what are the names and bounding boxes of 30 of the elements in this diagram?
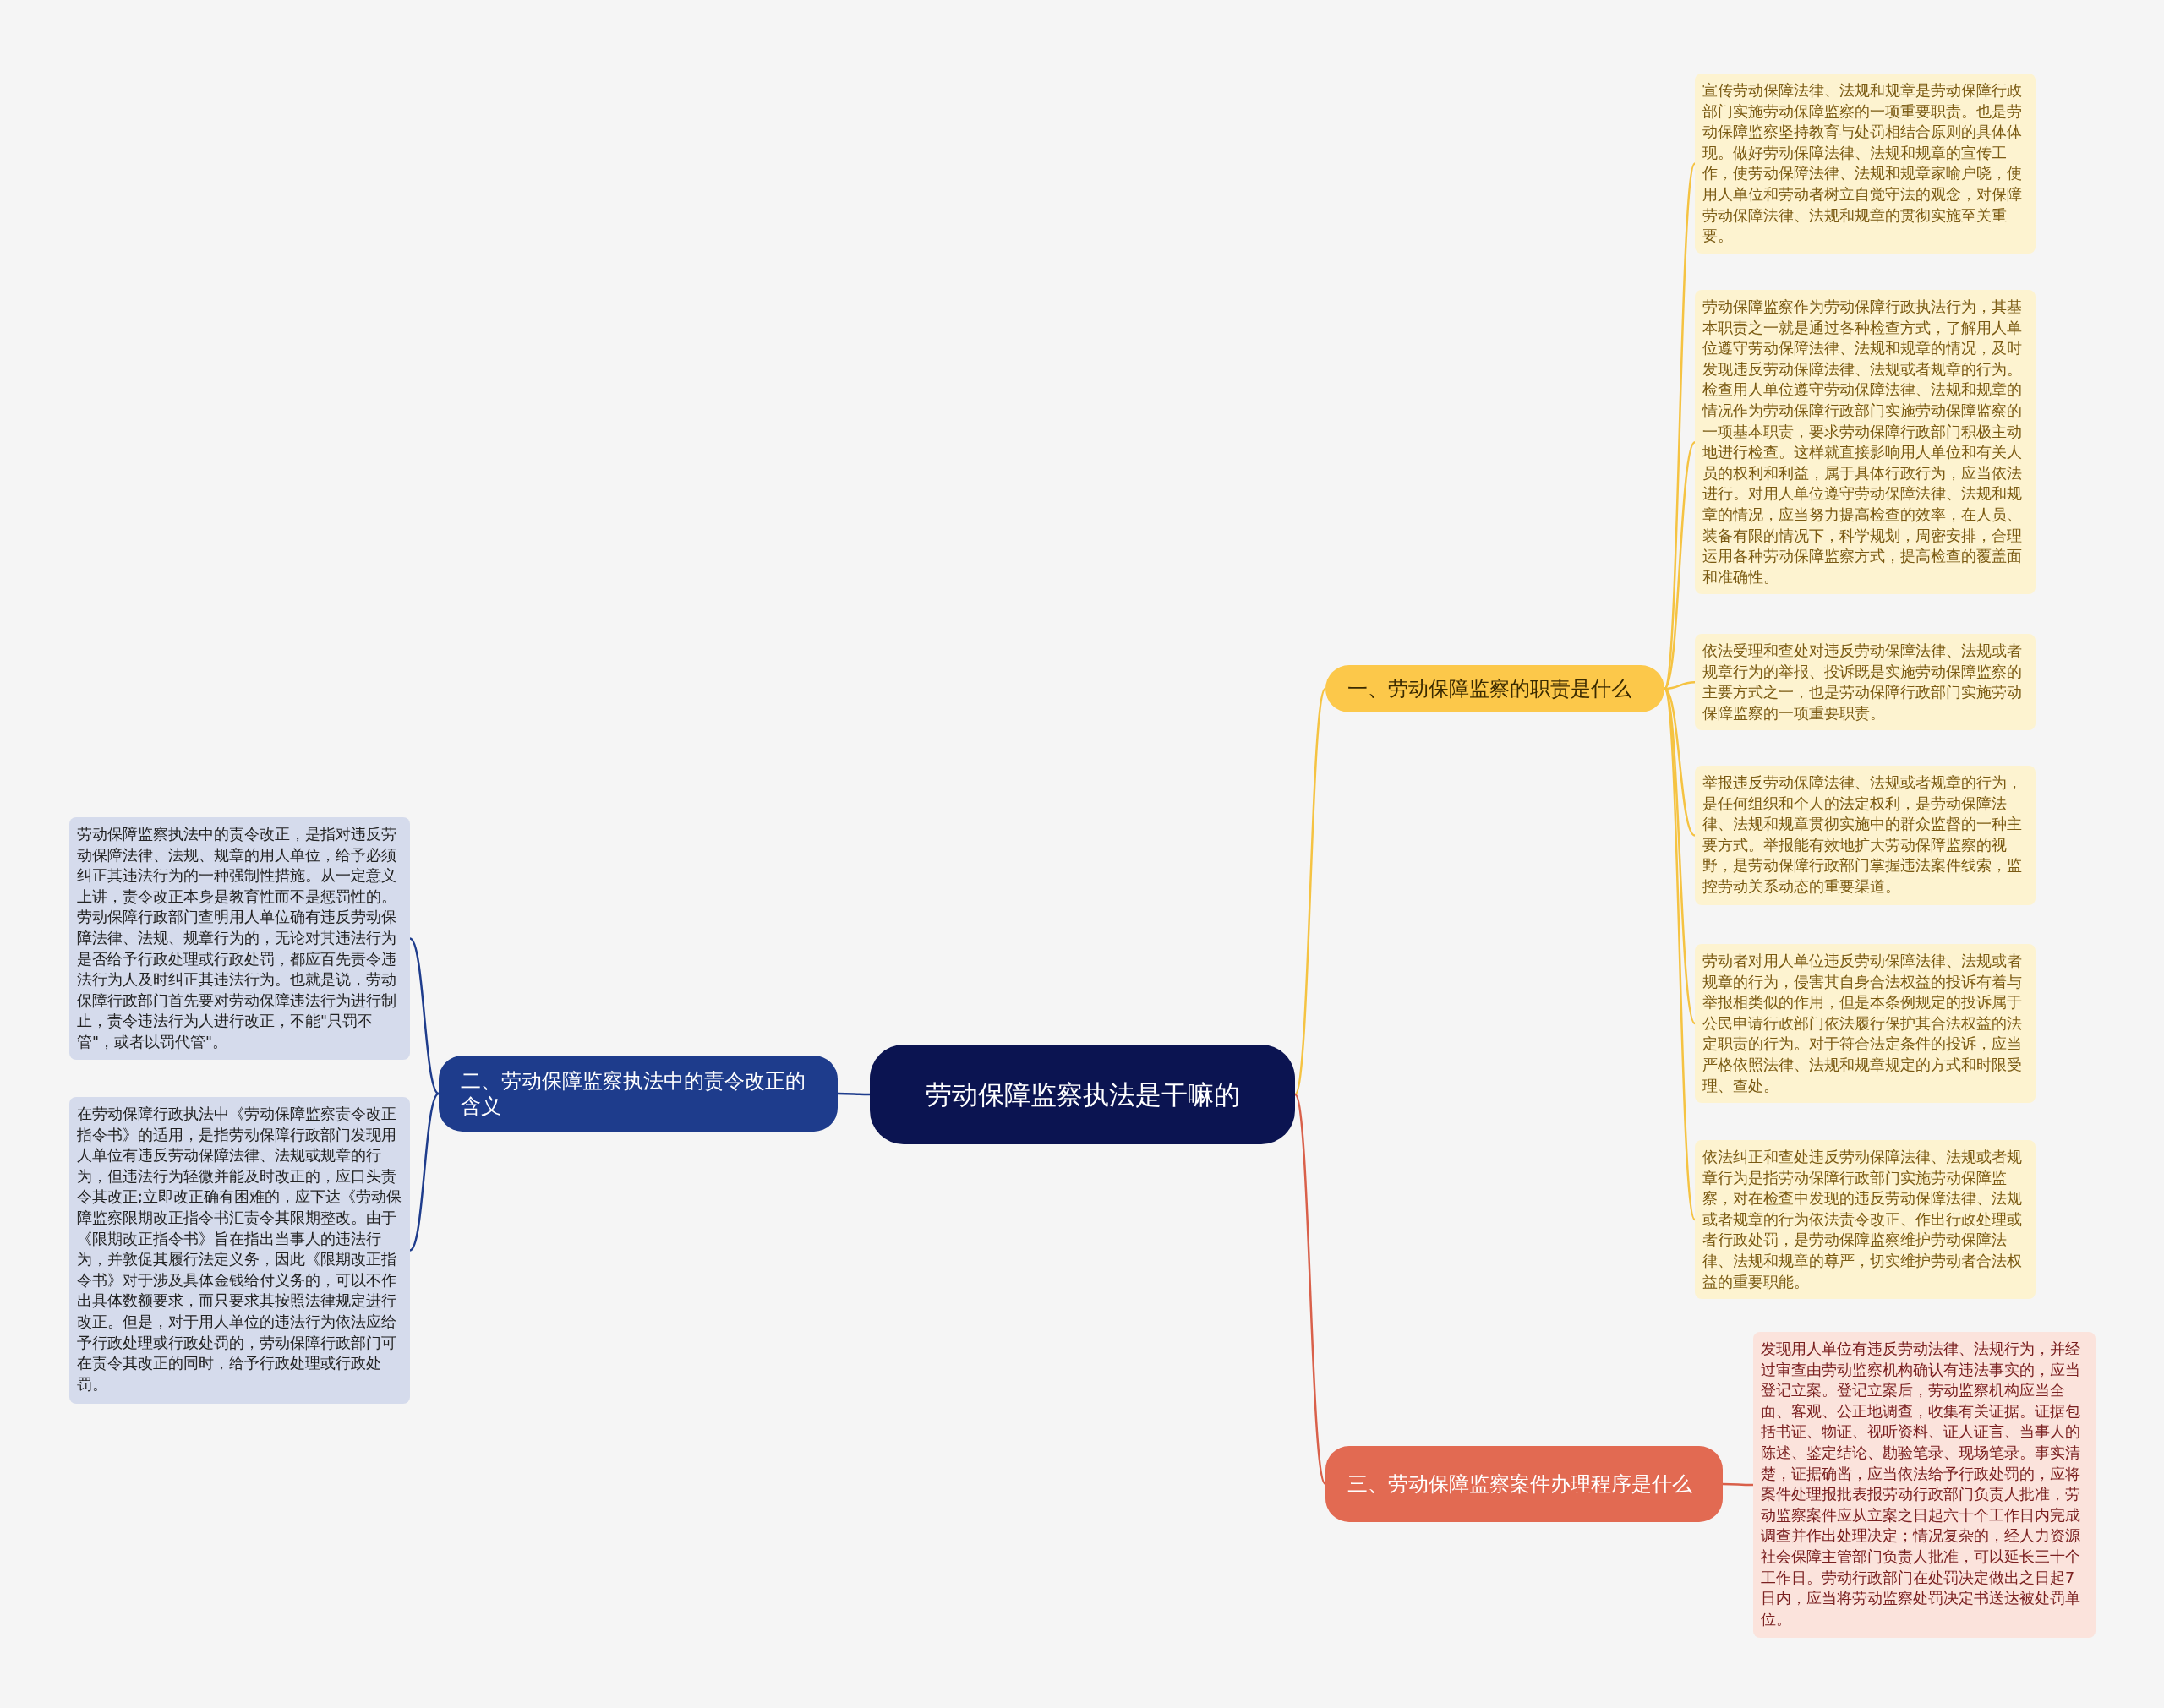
note-text: 在劳动保障行政执法中《劳动保障监察责令改正指令书》的适用，是指劳动保障行政部门发现用人单位有违反劳动保障法律、法规或规章的行为，但违法行为轻微并能及时改正的，应口头责令其改正;立即改正确有困难的，应下达《劳动保障监察限期改正指令书汇责令其限期整改。由于《限期改正指令书》旨在指出当事人的违法行为，并敦促其履行法定义务，因此《限期改正指令书》对于涉及具体金钱给付义务的，可以不作出具体数额要求，而只要求其按照法律规定进行改正。但是，对于用人单位的违法行为依法应给予行政处理或行政处罚的，劳动保障行政部门可在责令其改正的同时，给予行政处理或行政处罚。 [77,1105,402,1394]
connector-line [1293,1094,1327,1485]
topic-text: 二、劳动保障监察执法中的责令改正的含义 [461,1068,806,1119]
connector-line [1293,688,1327,1095]
branch-topic [439,1056,838,1132]
connector-line [1663,162,1697,690]
note-text: 劳动者对用人单位违反劳动保障法律、法规或者规章的行为，侵害其自身合法权益的投诉有着与举报相类似的作用，但是本条例规定的投诉属于公民申请行政部门依法履行保护其合法权益的法定职责的行为。对于符合法定条件的投诉，应当严格依照法律、法规和规章规定的方式和时限受理、查处。 [1702,952,2023,1096]
connector-line [1664,680,1696,690]
note-text: 发现用人单位有违反劳动法律、法规行为，并经过审查由劳动监察机构确认有违法事实的，应当登记立案。登记立案后，劳动监察机构应当全面、客观、公正地调查，收集有关证据。证据包括书证、物证、视听资料、证人证言、当事人的陈述、鉴定结论、勘验笔录、现场笔录。事实清楚，证据确凿，应当依法给予行政处罚的，应将案件处理报批表报劳动行政部门负责人批准，劳动监察案件应从立案之日起六十个工作日内完成调查并作出处理决定；情况复杂的，经人力资源社会保障主管部门负责人批准，可以延长三十个工作日。劳动行政部门在处罚决定做出之日起7日内，应当将劳动监察处罚决定书送达被处罚单位。 [1761,1340,2081,1629]
connector-line [409,937,440,1094]
connector-line [409,1093,440,1252]
note-text: 依法受理和查处对违反劳动保障法律、法规或者规章行为的举报、投诉既是实施劳动保障监察的主要方式之一，也是劳动保障行政部门实施劳动保障监察的一项重要职责。 [1702,641,2023,723]
topic-text: 劳动保障监察执法是干嘛的 [925,1078,1240,1111]
connector-line [838,1092,870,1096]
note-card [1695,634,2036,731]
branch-topic [1325,665,1664,712]
note-text: 劳动保障监察作为劳动保障行政执法行为，其基本职责之一就是通过各种检查方式，了解用人单位遵守劳动保障法律、法规和规章的情况，及时发现违反劳动保障法律、法规或者规章的行为。检查用人单位遵守劳动保障法律、法规和规章的情况作为劳动保障行政部门实施劳动保障监察的一项基本职责，要求劳动保障行政部门积极主动地进行检查。这样就直接影响用人单位和有关人员的权利和利益，属于具体行政行为，应当依法进行。对用人单位遵守劳动保障法律、法规和规章的情况，应当努力提高检查的效率，在人员、装备有限的情况下，科学规划，周密安排，合理运用各种劳动保障监察方式，提高检查的覆盖面和准确性。 [1702,297,2023,587]
connector-line [1723,1482,1753,1487]
note-text: 宣传劳动保障法律、法规和规章是劳动保障行政部门实施劳动保障监察的一项重要职责。也是劳动保障监察坚持教育与处罚相结合原则的具体体现。做好劳动保障法律、法规和规章的宣传工作，使劳动保障法律、法规和规章家喻户晓，使用人单位和劳动者树立自觉守法的观念，对保障劳动保障法律、法规和规章的贯彻实施至关重要。 [1702,81,2023,247]
branch-topic [1325,1446,1723,1522]
topic-text: 一、劳动保障监察的职责是什么 [1347,676,1631,701]
topic-text: 三、劳动保障监察案件办理程序是什么 [1347,1471,1692,1497]
note-text: 举报违反劳动保障法律、法规或者规章的行为，是任何组织和个人的法定权利，是劳动保障法律、法规和规章贯彻实施中的群众监督的一种主要方式。举报能有效地扩大劳动保障监察的视野，是劳动保障行政部门掌握违法案件线索，监控劳动关系动态的重要渠道。 [1702,773,2023,897]
connector-line [1663,688,1697,1220]
note-text: 依法纠正和查处违反劳动保障法律、法规或者规章行为是指劳动保障行政部门实施劳动保障监察，对在检查中发现的违反劳动保障法律、法规或者规章的行为依法责令改正、作出行政处理或者行政处罚，是劳动保障监察维护劳动保障法律、法规和规章的尊严，切实维护劳动者合法权益的重要职能。 [1702,1148,2023,1292]
note-text: 劳动保障监察执法中的责令改正，是指对违反劳动保障法律、法规、规章的用人单位，给予必须纠正其违法行为的一种强制性措施。从一定意义上讲，责令改正本身是教育性而不是惩罚性的。劳动保障行政部门查明用人单位确有违反劳动保障法律、法规、规章行为的，无论对其违法行为是否给予行政处理或行政处罚，都应百先责令违法行为人及时纠正其违法行为。也就是说，劳动保障行政部门首先要对劳动保障违法行为进行制止，责令违法行为人进行改正，不能"只罚不管"，或者以罚代管"。 [77,825,397,1052]
connector-line [1664,688,1696,837]
note-card [1695,766,2036,905]
connector-line [1664,441,1696,690]
root-topic [870,1045,1295,1144]
